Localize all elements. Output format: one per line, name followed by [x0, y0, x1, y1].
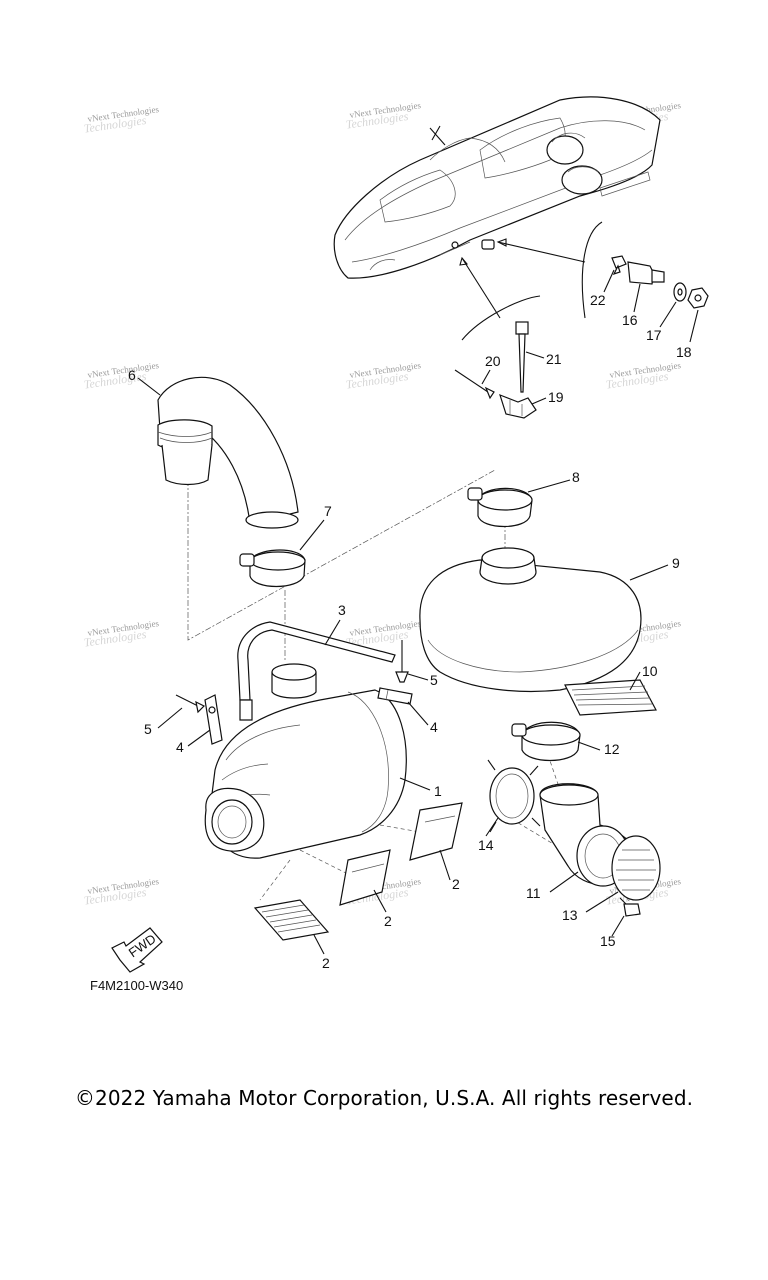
part-7-clamp: [239, 549, 306, 587]
watermark: Technologies vNext Technologies: [83, 618, 160, 650]
callout-15: 15: [600, 933, 616, 949]
callout-14: 14: [478, 837, 494, 853]
callout-5: 5: [430, 672, 438, 688]
callout-13: 13: [562, 907, 578, 923]
part-6-intake-duct: [157, 376, 299, 529]
watermark: Technologies vNext Technologies: [83, 104, 160, 136]
watermark: Technologies vNext Technologies: [345, 360, 422, 392]
callout-6: 6: [128, 367, 136, 383]
callout-3: 3: [338, 602, 346, 618]
part-17: [673, 282, 687, 302]
callout-1: 1: [434, 783, 442, 799]
callout-18: 18: [676, 344, 692, 360]
watermark: Technologies vNext Technologies: [83, 876, 160, 908]
callout-7: 7: [324, 503, 332, 519]
callout-4: 4: [176, 739, 184, 755]
callout-4: 4: [430, 719, 438, 735]
part-14-ring: [487, 759, 541, 833]
part-22: [611, 255, 627, 276]
callout-17: 17: [646, 327, 662, 343]
diagram-code: F4M2100-W340: [90, 978, 183, 993]
part-9-tank: [419, 547, 642, 693]
part-15-screw: [619, 897, 641, 917]
callout-10: 10: [642, 663, 658, 679]
part-4-bracket: [204, 694, 223, 745]
part-13-disc: [611, 835, 661, 901]
clip-group: [454, 256, 541, 419]
callout-12: 12: [604, 741, 620, 757]
part-5-rivet: [395, 640, 409, 683]
callouts: 6 7 8 9 10 3 5 4 5 4 1 12 14 11 2 2 2 13: [128, 269, 699, 971]
intake-detail: [546, 132, 603, 195]
watercraft-illustration: [333, 96, 661, 279]
part-19-clip: [499, 393, 537, 419]
part-16: [627, 261, 665, 285]
callout-8: 8: [572, 469, 580, 485]
callout-21: 21: [546, 351, 562, 367]
callout-2: 2: [452, 876, 460, 892]
part-1-canister: [204, 689, 407, 859]
callout-2: 2: [322, 955, 330, 971]
part-3-strap: [237, 621, 396, 721]
part-10-pad: [564, 679, 657, 716]
part-21-tie: [515, 321, 529, 393]
part-18: [687, 287, 709, 309]
callout-2: 2: [384, 913, 392, 929]
fwd-arrow: FWD: [111, 927, 163, 973]
callout-11: 11: [526, 885, 541, 901]
callout-20: 20: [485, 353, 501, 369]
callout-9: 9: [672, 555, 680, 571]
part-5-rivet: [175, 694, 206, 714]
drain-plug-group: [496, 221, 709, 319]
part-8-clamp: [467, 487, 533, 527]
callout-5: 5: [144, 721, 152, 737]
part-2-pad: [339, 849, 391, 906]
part-20-rivet: [454, 369, 495, 400]
part-2-pad: [409, 802, 463, 861]
part-2-pad: [253, 899, 330, 941]
watermark: Technologies vNext Technologies: [345, 100, 422, 132]
callout-19: 19: [548, 389, 564, 405]
part-12-clamp: [511, 721, 581, 761]
callout-16: 16: [622, 312, 638, 328]
callout-22: 22: [590, 292, 606, 308]
watermark: Technologies vNext Technologies: [605, 360, 682, 392]
copyright-notice: ©2022 Yamaha Motor Corporation, U.S.A. A…: [74, 1086, 694, 1110]
